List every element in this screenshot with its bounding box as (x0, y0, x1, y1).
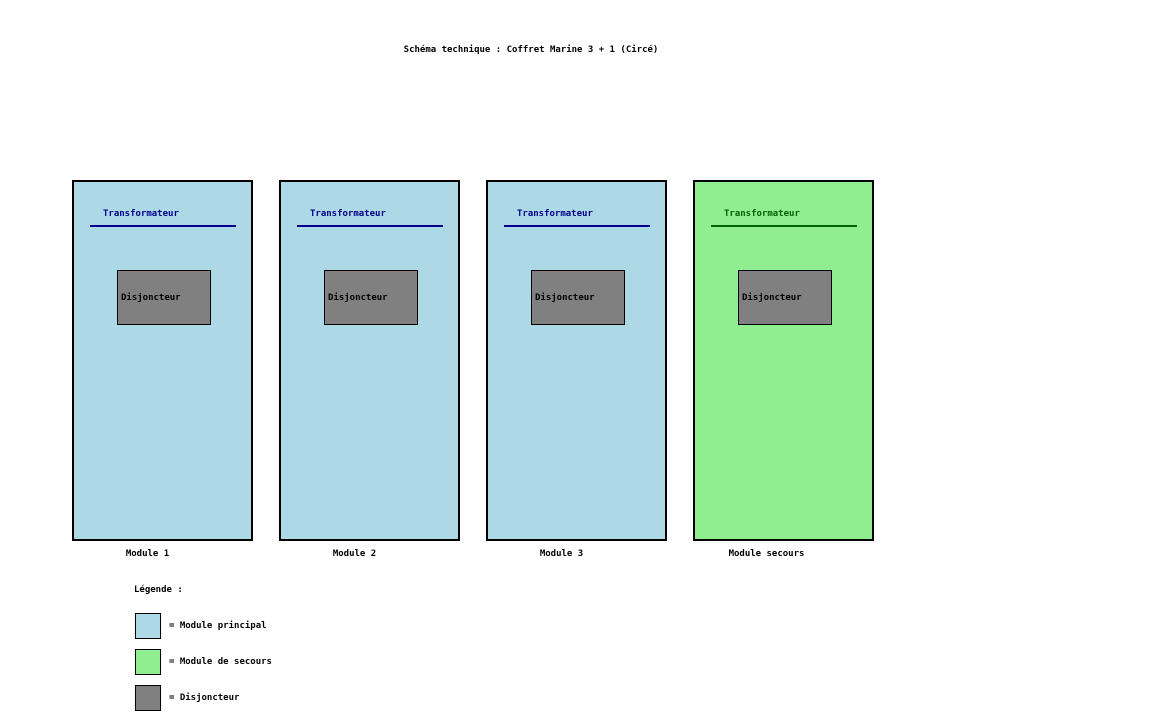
module-backup-caption: Module secours (728, 549, 805, 559)
module-1-transformer-line (90, 225, 236, 227)
legend-item-main-module: = Module principal (135, 612, 267, 639)
legend-label-backup-module: = Module de secours (169, 656, 272, 667)
legend-swatch-breaker (135, 684, 161, 711)
module-backup-transformer-line (711, 225, 857, 227)
legend-swatch-main-module (135, 612, 161, 639)
module-3-cabinet: Transformateur Disjoncteur (486, 180, 667, 541)
legend-item-breaker: = Disjoncteur (135, 684, 239, 711)
legend-label-main-module: = Module principal (169, 620, 267, 631)
module-1-cabinet: Transformateur Disjoncteur (72, 180, 253, 541)
module-2-breaker: Disjoncteur (324, 270, 418, 325)
module-3-transformer-label: Transformateur (517, 209, 593, 219)
module-1-breaker: Disjoncteur (117, 270, 211, 325)
module-3-breaker-label: Disjoncteur (535, 292, 595, 303)
legend-item-backup-module: = Module de secours (135, 648, 272, 675)
module-backup-breaker: Disjoncteur (738, 270, 832, 325)
module-3-breaker: Disjoncteur (531, 270, 625, 325)
module-2-transformer-line (297, 225, 443, 227)
legend-swatch-backup-module (135, 648, 161, 675)
module-backup-transformer-label: Transformateur (724, 209, 800, 219)
module-1-breaker-label: Disjoncteur (121, 292, 181, 303)
module-backup-cabinet: Transformateur Disjoncteur (693, 180, 874, 541)
diagram-title: Schéma technique : Coffret Marine 3 + 1 … (403, 45, 659, 55)
module-2-cabinet: Transformateur Disjoncteur (279, 180, 460, 541)
module-2-breaker-label: Disjoncteur (328, 292, 388, 303)
module-backup-breaker-label: Disjoncteur (742, 292, 802, 303)
module-3-caption: Module 3 (539, 549, 584, 559)
module-1-caption: Module 1 (125, 549, 170, 559)
legend-label-breaker: = Disjoncteur (169, 692, 240, 703)
module-2-transformer-label: Transformateur (310, 209, 386, 219)
legend-title: Légende : (134, 585, 183, 595)
module-3-transformer-line (504, 225, 650, 227)
module-1-transformer-label: Transformateur (103, 209, 179, 219)
module-2-caption: Module 2 (332, 549, 377, 559)
